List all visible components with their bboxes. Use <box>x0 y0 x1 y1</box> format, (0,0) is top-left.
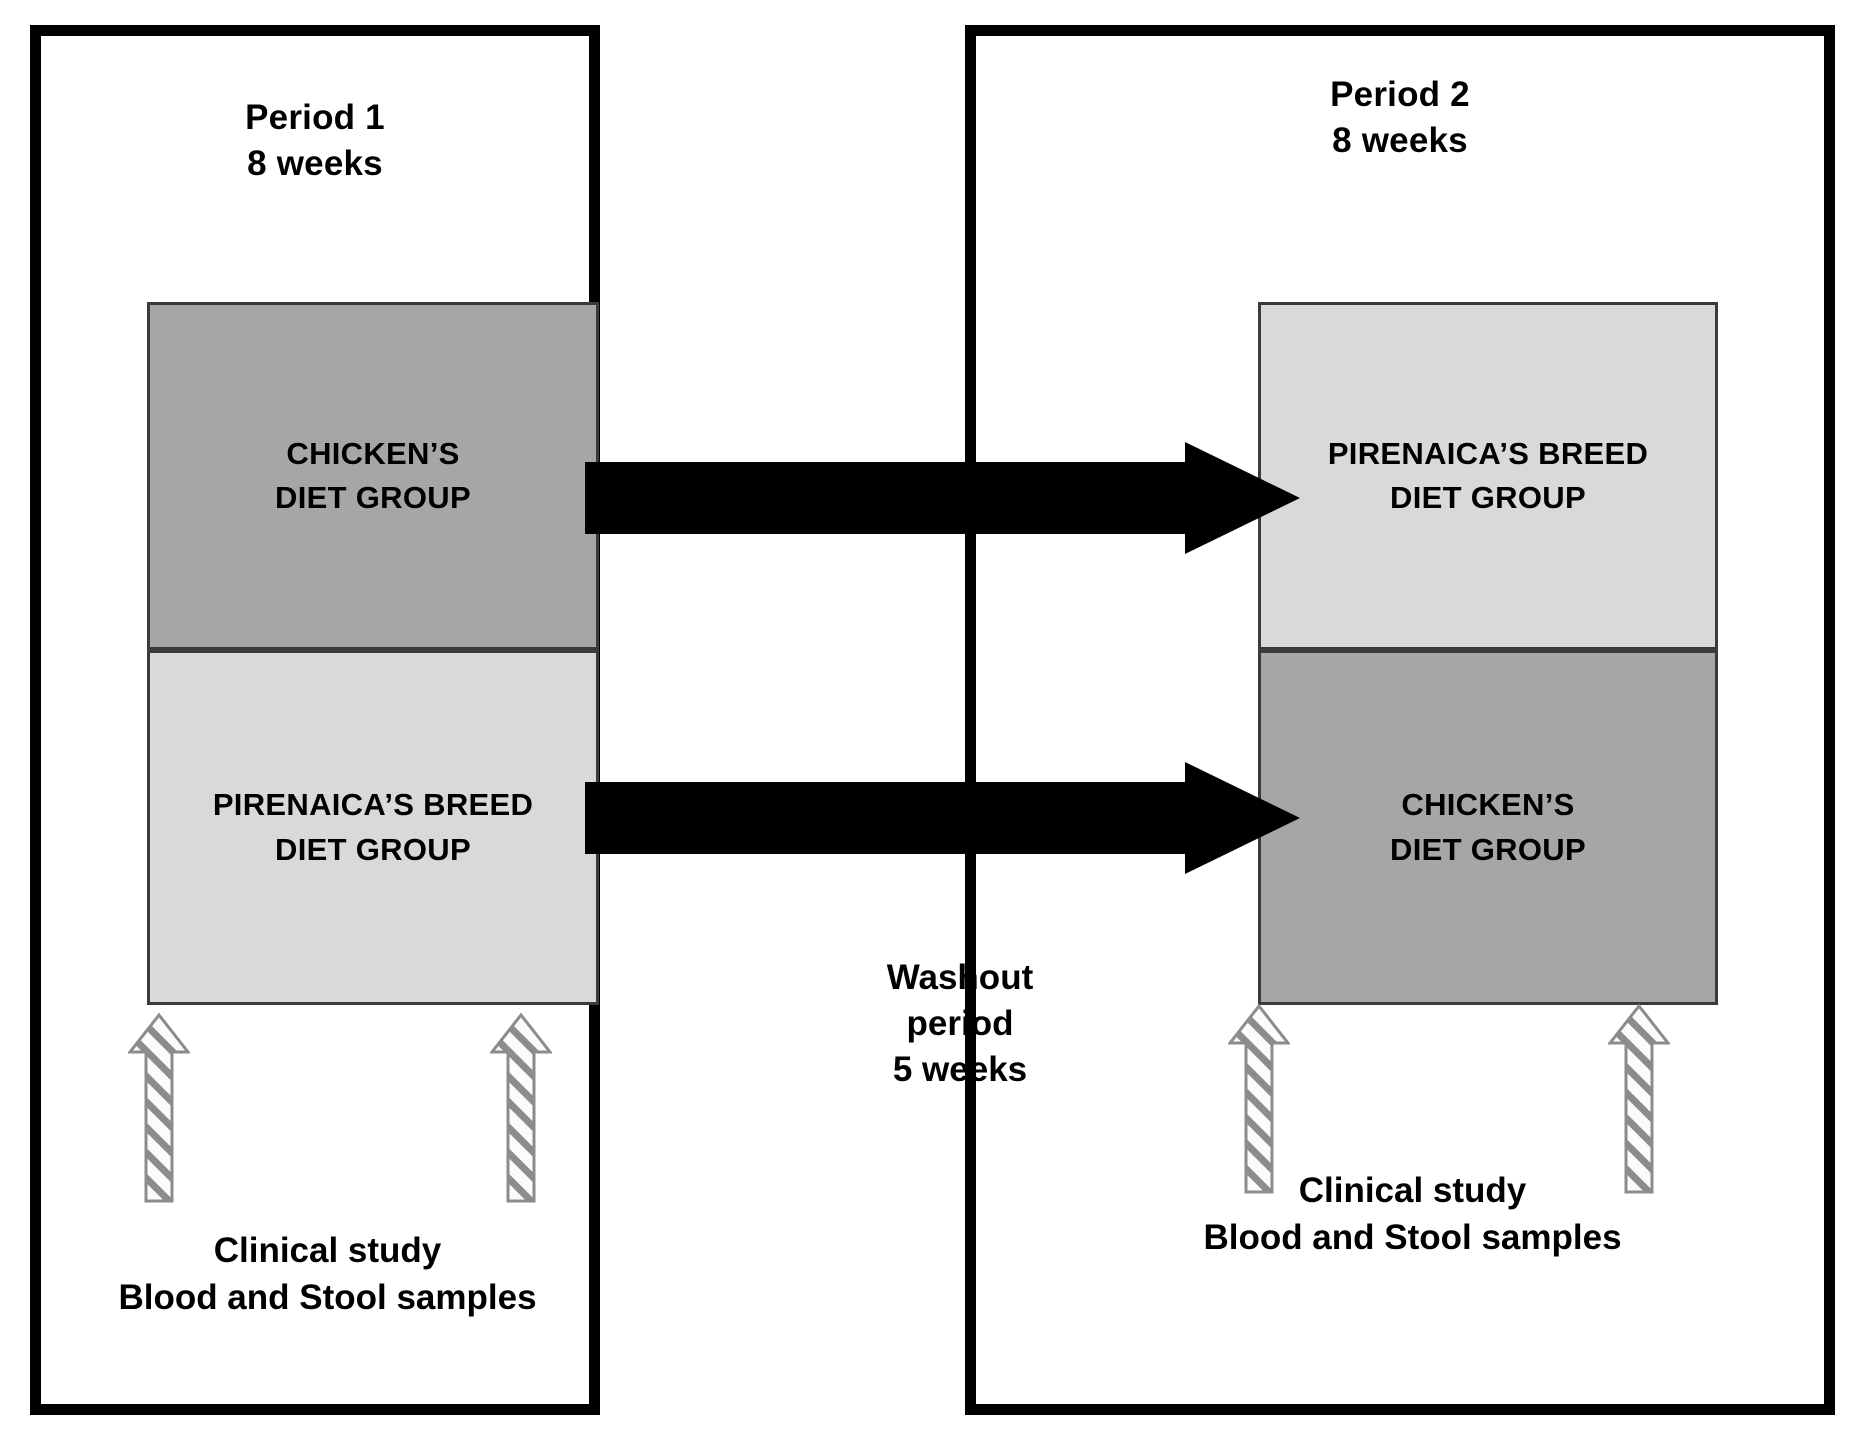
period-2-title: Period 2 8 weeks <box>1330 75 1470 161</box>
crossover-arrow-chicken-to-pirenaica-icon <box>585 442 1300 554</box>
washout-period-label: Washout period 5 weeks <box>886 958 1034 1090</box>
sampling-up-arrow-icon <box>490 1012 552 1204</box>
sampling-up-arrow-icon <box>128 1012 190 1204</box>
sampling-up-arrow-icon <box>1608 1003 1670 1195</box>
period-2-pirenaica-diet-group-box: PIRENAICA’S BREED DIET GROUP <box>1258 302 1718 650</box>
period-2-chickens-diet-group-box: CHICKEN’S DIET GROUP <box>1258 650 1718 1005</box>
sampling-up-arrow-icon <box>1228 1003 1290 1195</box>
period-1-pirenaica-diet-group-box: PIRENAICA’S BREED DIET GROUP <box>147 650 599 1005</box>
period-1-title: Period 1 8 weeks <box>245 98 385 184</box>
period-1-chickens-diet-group-box: CHICKEN’S DIET GROUP <box>147 302 599 650</box>
crossover-arrow-pirenaica-to-chicken-icon <box>585 762 1300 874</box>
period-2-clinical-study-caption: Clinical study Blood and Stool samples <box>1203 1171 1622 1257</box>
period-1-clinical-study-caption: Clinical study Blood and Stool samples <box>118 1231 537 1317</box>
